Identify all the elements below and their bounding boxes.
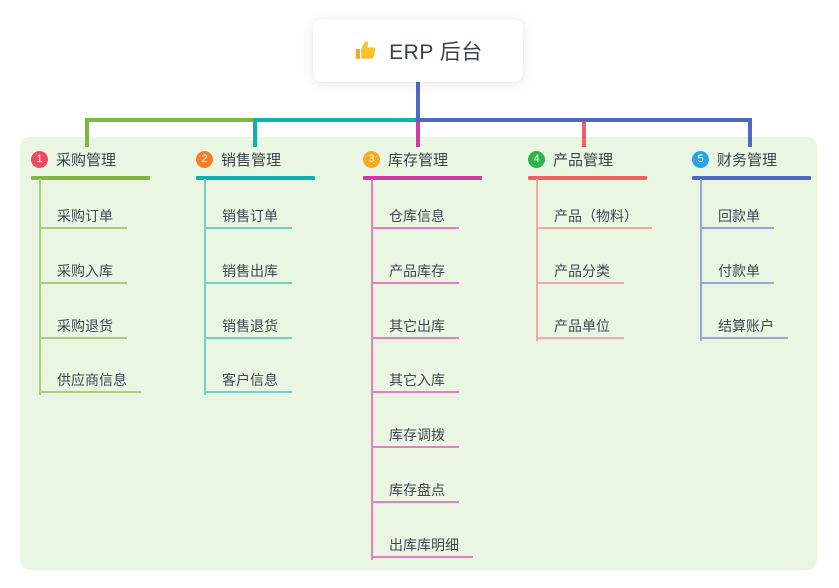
child-node-inventory-2[interactable]: 产品库存	[371, 259, 459, 284]
branch-node-inventory[interactable]: 3 库存管理	[363, 146, 482, 173]
child-node-finance-3[interactable]: 结算账户	[700, 314, 788, 339]
trunk-segment-sales	[253, 118, 417, 122]
branch-child-spine	[536, 179, 538, 341]
mindmap-canvas	[20, 137, 817, 570]
branch-underline	[692, 176, 811, 180]
child-node-purchase-4[interactable]: 供应商信息	[39, 368, 141, 394]
branch-node-finance[interactable]: 5 财务管理	[692, 146, 811, 173]
branch-node-product[interactable]: 4 产品管理	[528, 146, 647, 173]
branch-sales: 2 销售管理销售订单销售出库销售退货客户信息	[196, 146, 315, 396]
branch-number-badge: 3	[363, 151, 380, 168]
branch-number-badge: 2	[196, 151, 213, 168]
child-node-inventory-6[interactable]: 库存盘点	[371, 478, 459, 503]
root-node[interactable]: ERP 后台	[313, 19, 523, 82]
child-node-product-2[interactable]: 产品分类	[536, 259, 624, 284]
child-node-inventory-3[interactable]: 其它出库	[371, 314, 459, 339]
branch-label: 采购管理	[56, 152, 117, 169]
branch-number-badge: 4	[528, 151, 545, 168]
child-node-inventory-1[interactable]: 仓库信息	[371, 204, 459, 229]
drop-inventory	[415, 122, 420, 147]
child-node-sales-2[interactable]: 销售出库	[204, 259, 292, 284]
child-node-purchase-1[interactable]: 采购订单	[39, 204, 127, 229]
child-node-purchase-2[interactable]: 采购入库	[39, 259, 127, 284]
trunk-segment-finance	[415, 118, 752, 122]
thumbs-up-icon	[353, 38, 379, 64]
branch-child-spine	[700, 179, 702, 341]
branch-underline	[363, 176, 482, 180]
branch-inventory: 3 库存管理仓库信息产品库存其它出库其它入库库存调拨库存盘点出库库明细	[363, 146, 482, 560]
child-node-inventory-4[interactable]: 其它入库	[371, 368, 459, 394]
trunk-segment-purchase	[85, 118, 257, 122]
child-node-finance-1[interactable]: 回款单	[700, 204, 774, 229]
branch-number-badge: 5	[692, 151, 709, 168]
branch-label: 库存管理	[388, 152, 449, 169]
drop-product	[582, 122, 586, 147]
child-node-product-3[interactable]: 产品单位	[536, 314, 624, 339]
branch-underline	[528, 176, 647, 180]
branch-number-badge: 1	[31, 151, 48, 168]
drop-finance	[748, 122, 752, 147]
root-title: ERP 后台	[389, 40, 483, 64]
child-node-sales-1[interactable]: 销售订单	[204, 204, 292, 229]
branch-label: 销售管理	[221, 152, 282, 169]
child-node-purchase-3[interactable]: 采购退货	[39, 314, 127, 339]
branch-purchase: 1 采购管理采购订单采购入库采购退货供应商信息	[31, 146, 150, 396]
child-node-sales-4[interactable]: 客户信息	[204, 368, 292, 394]
branch-child-spine	[39, 179, 41, 396]
child-node-sales-3[interactable]: 销售退货	[204, 314, 292, 339]
child-node-finance-2[interactable]: 付款单	[700, 259, 774, 284]
drop-sales	[253, 118, 257, 147]
branch-label: 财务管理	[717, 152, 778, 169]
branch-node-sales[interactable]: 2 销售管理	[196, 146, 315, 173]
root-stem	[415, 82, 420, 122]
child-node-inventory-7[interactable]: 出库库明细	[371, 533, 473, 558]
branch-child-spine	[204, 179, 206, 396]
branch-underline	[196, 176, 315, 180]
child-node-inventory-5[interactable]: 库存调拨	[371, 423, 459, 449]
branch-underline	[31, 176, 150, 180]
branch-node-purchase[interactable]: 1 采购管理	[31, 146, 150, 173]
branch-child-spine	[371, 179, 373, 560]
branch-product: 4 产品管理产品（物料） 产品分类产品单位	[528, 146, 652, 341]
branch-finance: 5 财务管理回款单付款单结算账户	[692, 146, 811, 341]
child-node-product-1[interactable]: 产品（物料）	[536, 204, 652, 229]
branch-label: 产品管理	[553, 152, 614, 169]
drop-purchase	[85, 118, 89, 147]
